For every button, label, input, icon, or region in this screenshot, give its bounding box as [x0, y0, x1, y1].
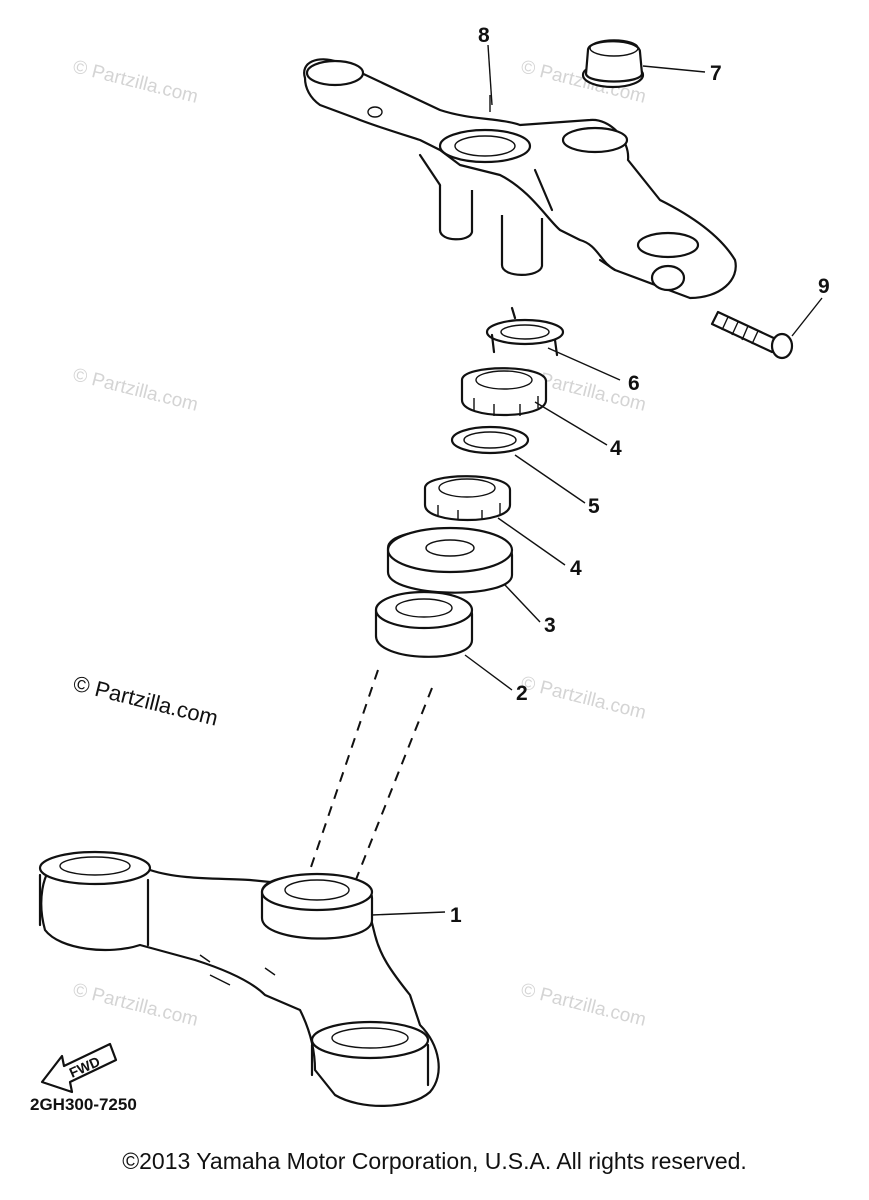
callout-9: 9 — [818, 275, 830, 298]
callout-7: 7 — [710, 62, 722, 85]
pinch-bolt-part-9 — [710, 310, 794, 360]
callout-1: 1 — [450, 904, 462, 927]
bearing-cover-part-3 — [386, 526, 514, 594]
crown-nut-part-7 — [581, 39, 645, 89]
leader-lines — [371, 44, 823, 916]
watermark: © Partzilla.com — [519, 672, 648, 723]
ring-nut-part-4-upper — [460, 367, 548, 417]
callout-4-upper: 4 — [610, 437, 622, 460]
watermark-dark: © Partzilla.com — [71, 671, 221, 731]
copyright-notice: ©2013 Yamaha Motor Corporation, U.S.A. A… — [122, 1148, 747, 1174]
watermark: © Partzilla.com — [519, 979, 648, 1030]
callout-8: 8 — [478, 24, 490, 47]
callout-5: 5 — [588, 495, 600, 518]
lower-bracket-with-bearing-part-1 — [38, 850, 440, 1107]
callout-6: 6 — [628, 372, 640, 395]
steering-stem — [309, 669, 433, 883]
fwd-label: FWD — [67, 1053, 103, 1081]
callout-3: 3 — [544, 614, 556, 637]
upper-bearing-part-2 — [374, 590, 474, 658]
forward-direction-arrow: FWD — [40, 1042, 118, 1094]
callout-labels: 8 7 9 6 4 5 4 3 2 1 — [450, 24, 830, 927]
callout-2: 2 — [516, 682, 528, 705]
watermark: © Partzilla.com — [71, 979, 200, 1030]
callout-4-lower: 4 — [570, 557, 582, 580]
washer-part-5 — [450, 425, 530, 455]
ring-nut-part-4-lower — [423, 475, 512, 522]
watermark: © Partzilla.com — [71, 56, 200, 107]
lock-washer-part-6 — [485, 306, 565, 357]
diagram-code: 2GH300-7250 — [30, 1095, 137, 1114]
watermark: © Partzilla.com — [71, 364, 200, 415]
upper-bracket-part-8 — [303, 58, 737, 300]
